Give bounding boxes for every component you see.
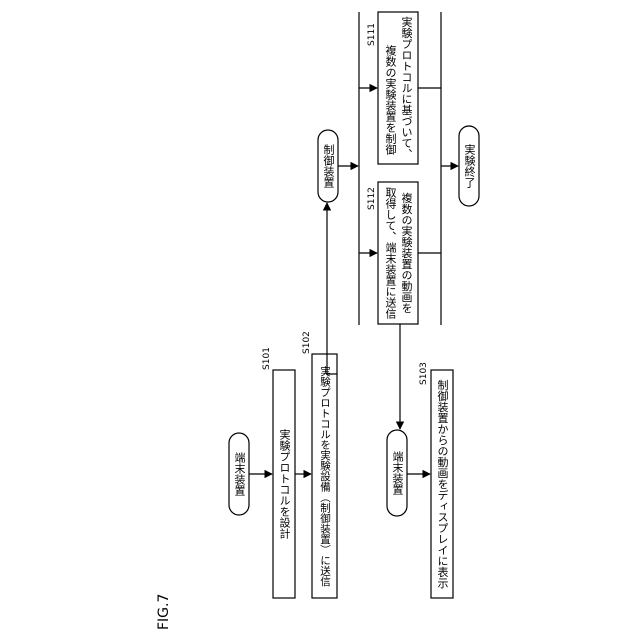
step-s102: 実験プロトコルを実験設備（制御装置）に送信 bbox=[312, 354, 337, 598]
step-s101: 実験プロトコルを設計 bbox=[273, 370, 295, 598]
step-s111-text-line2: 複数の実験装置を制御 bbox=[384, 44, 397, 155]
step-s111-id: S111 bbox=[367, 23, 377, 46]
step-s111: 実験プロトコルに基づいて、 複数の実験装置を制御 bbox=[378, 12, 418, 164]
step-s101-id: S101 bbox=[262, 347, 272, 370]
terminal-start-node: 端末装置 bbox=[229, 433, 249, 515]
step-s112-text-line1: 複数の実験装置の動画を bbox=[400, 191, 413, 313]
terminal-end-label: 端末装置 bbox=[391, 451, 404, 495]
step-s111-text-line1: 実験プロトコルに基づいて、 bbox=[400, 15, 413, 159]
terminal-start-label: 端末装置 bbox=[233, 452, 246, 496]
step-s103: 制御装置からの動画をディスプレイに表示 bbox=[431, 370, 453, 598]
step-s103-text: 制御装置からの動画をディスプレイに表示 bbox=[436, 379, 449, 588]
control-node: 制御装置 bbox=[318, 130, 338, 202]
arrow-s102-to-control bbox=[327, 203, 337, 374]
end-node: 実験終了 bbox=[459, 126, 479, 206]
step-s112: 複数の実験装置の動画を 取得して、端末装置に送信 bbox=[378, 182, 418, 324]
step-s102-id: S102 bbox=[302, 331, 312, 354]
step-s103-id: S103 bbox=[419, 362, 429, 385]
end-label: 実験終了 bbox=[463, 143, 476, 188]
figure-label: FIG.7 bbox=[156, 594, 172, 630]
terminal-end-node: 端末装置 bbox=[387, 430, 407, 516]
control-label: 制御装置 bbox=[322, 144, 335, 188]
step-s101-text: 実験プロトコルを設計 bbox=[278, 428, 291, 540]
step-s112-text-line2: 取得して、端末装置に送信 bbox=[384, 187, 397, 320]
step-s112-id: S112 bbox=[367, 187, 377, 210]
step-s102-text: 実験プロトコルを実験設備（制御装置）に送信 bbox=[319, 365, 331, 587]
